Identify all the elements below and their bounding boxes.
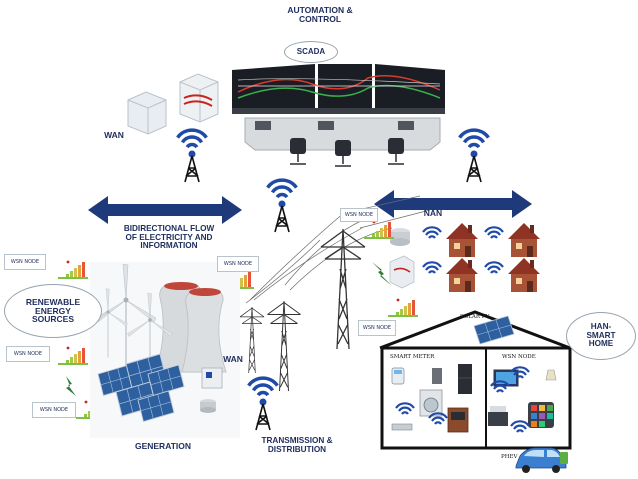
transmission-radio-tower-icon bbox=[249, 378, 278, 430]
wsn-node-box: WSN NODE bbox=[340, 208, 378, 222]
solar-pv-label: SOLAR PV bbox=[460, 314, 490, 320]
wan-label-mid: WAN bbox=[223, 354, 243, 364]
phev-label: PHEV bbox=[501, 454, 518, 460]
automation-control-title: AUTOMATION & CONTROL bbox=[287, 5, 353, 24]
generation-label: GENERATION bbox=[134, 441, 192, 451]
bidirectional-arrow-right bbox=[374, 190, 532, 218]
scada-control-room bbox=[232, 64, 445, 167]
nan-radio-tower-icon bbox=[460, 130, 489, 182]
bidirectional-flow-label: BIDIRECTIONAL FLOW OF ELECTRICITY AND IN… bbox=[123, 224, 215, 251]
smart-meter-label: SMART METER bbox=[390, 354, 435, 360]
wsn-node-box: WSN NODE bbox=[32, 402, 76, 418]
wan-label-left: WAN bbox=[104, 130, 124, 140]
car-icon bbox=[515, 447, 568, 473]
han-smart-home-bubble: HAN- SMART HOME bbox=[566, 312, 636, 360]
bidirectional-arrow-left bbox=[88, 196, 242, 224]
wsn-node-box: WSN NODE bbox=[358, 320, 396, 336]
transmission-distribution-label: TRANSMISSION & DISTRIBUTION bbox=[261, 436, 333, 454]
scada-bubble: SCADA bbox=[284, 41, 338, 63]
smart-home bbox=[379, 310, 572, 450]
wsn-node-box: WSN NODE bbox=[4, 254, 46, 270]
nan-label: NAN bbox=[423, 208, 443, 218]
wsn-node-box: WSN NODE bbox=[217, 256, 259, 272]
radio-tower-icon bbox=[268, 180, 297, 232]
nan-houses bbox=[389, 223, 540, 292]
generation-area bbox=[87, 262, 240, 438]
renewable-energy-bubble: RENEWABLE ENERGY SOURCES bbox=[4, 284, 102, 338]
home-wsn-node-label: WSN NODE bbox=[502, 354, 536, 360]
server-icon bbox=[127, 73, 219, 135]
wsn-node-box: WSN NODE bbox=[6, 346, 50, 362]
app-icons bbox=[528, 402, 554, 428]
wan-radio-tower-icon bbox=[178, 130, 207, 182]
